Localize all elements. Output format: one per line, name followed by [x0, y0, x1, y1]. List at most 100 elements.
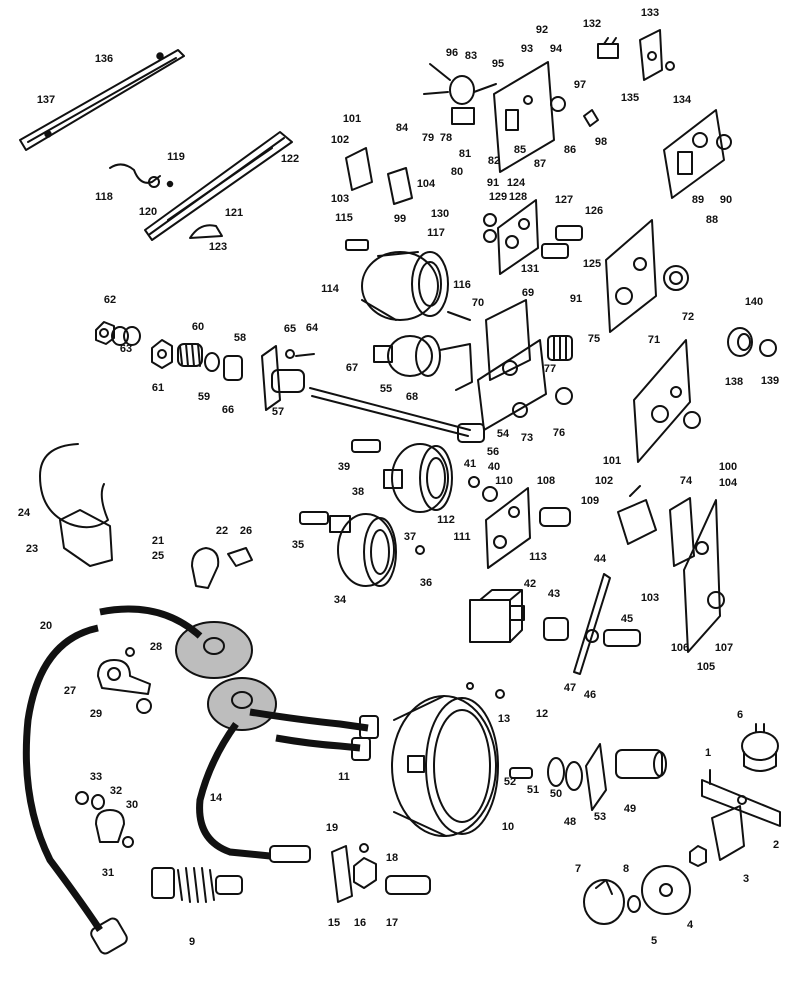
part-label-138: 138: [725, 376, 743, 388]
part-label-36: 36: [420, 577, 432, 589]
part-label-83: 83: [465, 50, 477, 62]
lamp-bracket-118: [109, 163, 174, 188]
part-label-54: 54: [497, 428, 510, 440]
part-label-112: 112: [437, 514, 455, 526]
part-label-60: 60: [192, 321, 204, 333]
spring-60: [177, 343, 203, 367]
part-label-104: 104: [417, 178, 436, 190]
knob-75: [547, 335, 573, 405]
part-label-6: 6: [737, 709, 743, 721]
part-label-70: 70: [472, 297, 484, 309]
part-label-92: 92: [536, 24, 548, 36]
part-label-16: 16: [354, 917, 366, 929]
part-label-130: 130: [431, 208, 449, 220]
part-label-2: 2: [773, 839, 779, 851]
solenoid-42: [469, 589, 525, 643]
part-label-33: 33: [90, 771, 102, 783]
part-label-123: 123: [209, 241, 227, 253]
part-label-68: 68: [406, 391, 418, 403]
clip-27: [97, 647, 152, 714]
part-label-100: 100: [719, 461, 737, 473]
part-label-90: 90: [720, 194, 732, 206]
part-label-109: 109: [581, 495, 599, 507]
part-label-1: 1: [705, 747, 711, 759]
part-label-73: 73: [521, 432, 533, 444]
bulb-holder-109: [539, 507, 571, 527]
switch-102: [617, 485, 657, 545]
part-label-132: 132: [583, 18, 601, 30]
part-label-66: 66: [222, 404, 234, 416]
part-label-106: 106: [671, 642, 689, 654]
part-label-124: 124: [507, 177, 526, 189]
part-number-labels: 1361371191181201221211231011021039910411…: [18, 7, 779, 948]
part-label-139: 139: [761, 375, 779, 387]
part-label-62: 62: [104, 294, 116, 306]
gauge-34: [299, 511, 425, 587]
part-label-135: 135: [621, 92, 639, 104]
part-label-55: 55: [380, 383, 392, 395]
gauge-38: [351, 439, 453, 513]
grommet-lower: [207, 677, 277, 731]
part-label-110: 110: [495, 475, 513, 487]
part-label-103: 103: [641, 592, 659, 604]
part-label-46: 46: [584, 689, 596, 701]
part-label-131: 131: [521, 263, 539, 275]
part-label-43: 43: [548, 588, 560, 600]
part-label-57: 57: [272, 406, 284, 418]
part-label-29: 29: [90, 708, 102, 720]
part-label-72: 72: [682, 311, 694, 323]
part-label-107: 107: [715, 642, 733, 654]
part-label-23: 23: [26, 543, 38, 555]
part-label-88: 88: [706, 214, 718, 226]
rod-55: [309, 387, 485, 443]
lever-44: [573, 573, 641, 675]
part-label-79: 79: [422, 132, 434, 144]
part-label-51: 51: [527, 784, 539, 796]
part-label-22: 22: [216, 525, 228, 537]
plate-105: [669, 497, 725, 653]
part-label-30: 30: [126, 799, 138, 811]
part-label-59: 59: [198, 391, 210, 403]
part-label-28: 28: [150, 641, 162, 653]
part-label-101: 101: [343, 113, 361, 125]
part-label-19: 19: [326, 822, 338, 834]
part-label-48: 48: [564, 816, 576, 828]
drive-9: [151, 867, 243, 903]
part-label-98: 98: [595, 136, 607, 148]
housing-57: [261, 345, 315, 411]
part-label-111: 111: [453, 531, 470, 543]
part-label-129: 129: [489, 191, 507, 203]
nut-61: [151, 339, 173, 369]
mounting-plate-93: [493, 61, 555, 173]
part-label-38: 38: [352, 486, 364, 498]
part-label-53: 53: [594, 811, 606, 823]
trim-strip-136: [19, 49, 185, 151]
part-label-41: 41: [464, 458, 476, 470]
bracket-3: [689, 805, 745, 867]
part-label-7: 7: [575, 863, 581, 875]
part-label-35: 35: [292, 539, 304, 551]
part-label-137: 137: [37, 94, 55, 106]
part-label-20: 20: [40, 620, 52, 632]
cable-24: [39, 443, 113, 567]
part-label-34: 34: [334, 594, 347, 606]
part-label-114: 114: [321, 283, 340, 295]
part-label-117: 117: [427, 227, 445, 239]
gauge-114: [345, 239, 471, 321]
part-label-11: 11: [338, 771, 350, 783]
cable-14: [196, 708, 379, 863]
plate-108: [468, 476, 531, 569]
part-label-91: 91: [487, 177, 499, 189]
part-label-26: 26: [240, 525, 252, 537]
part-label-9: 9: [189, 936, 195, 948]
part-label-13: 13: [498, 713, 510, 725]
bush-58: [223, 355, 243, 381]
part-label-4: 4: [687, 919, 694, 931]
part-label-15: 15: [328, 917, 340, 929]
part-label-64: 64: [306, 322, 319, 334]
part-label-89: 89: [692, 194, 704, 206]
switch-96: [423, 63, 497, 125]
part-label-125: 125: [583, 258, 601, 270]
part-label-25: 25: [152, 550, 164, 562]
